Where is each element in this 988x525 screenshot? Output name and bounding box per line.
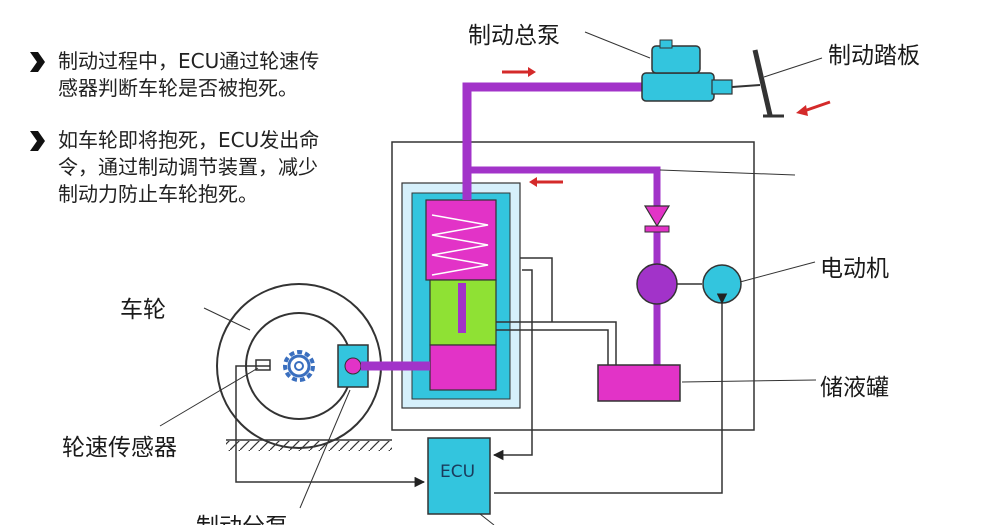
pump <box>636 263 678 305</box>
bullet-2-line-3: 制动力防止车轮抱死。 <box>58 182 258 206</box>
brake-line-master <box>462 82 646 200</box>
label-reservoir: 储液罐 <box>820 375 889 401</box>
motor <box>702 264 742 304</box>
bullet-1-line-2: 感器判断车轮是否被抱死。 <box>58 76 298 100</box>
master-cylinder-reservoir <box>651 45 701 74</box>
gear-icon <box>283 350 315 382</box>
master-cylinder <box>641 72 715 102</box>
label-wheel: 车轮 <box>120 297 166 323</box>
piston-chamber <box>429 344 497 391</box>
bullet-1-line-1: 制动过程中，ECU通过轮速传 <box>58 49 320 73</box>
label-motor: 电动机 <box>820 256 889 282</box>
flow-arrow-icon <box>502 67 536 77</box>
label-wheel-speed-sensor: 轮速传感器 <box>62 435 177 461</box>
label-wheel-cylinder: 制动分泵 <box>196 507 288 525</box>
label-brake-pedal: 制动踏板 <box>828 43 920 69</box>
ground-hatch <box>226 441 392 451</box>
check-valve <box>643 205 671 228</box>
reservoir <box>597 364 681 402</box>
flow-arrow-icon <box>529 177 563 187</box>
bullet-2-line-1: 如车轮即将抱死，ECU发出命 <box>58 128 320 152</box>
hydraulic-unit-frame <box>391 141 755 431</box>
wheel-speed-sensor-body <box>255 359 271 371</box>
chevron-right-icon <box>30 131 45 151</box>
bullet-2-line-2: 令，通过制动调节装置，减少 <box>58 155 318 179</box>
brake-pedal-lever <box>752 49 773 116</box>
label-ecu: ECU <box>440 462 476 482</box>
ecu-box <box>427 437 491 515</box>
brake-line-pump <box>467 166 661 212</box>
chevron-right-icon <box>30 52 45 72</box>
flow-arrow-icon <box>796 100 831 116</box>
label-master-cylinder: 制动总泵 <box>468 23 560 49</box>
